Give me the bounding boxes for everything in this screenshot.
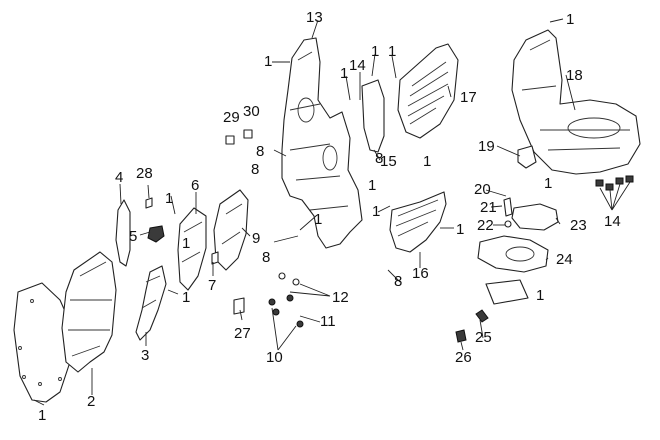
cover-panel-part <box>177 207 207 291</box>
callout-4: 4 <box>115 169 123 186</box>
callout-3: 3 <box>141 347 149 364</box>
grille-cover-part <box>397 43 459 139</box>
callout-1: 1 <box>314 211 322 228</box>
callout-16: 16 <box>412 265 429 282</box>
callout-labels: 1 1 1 1 1 1 1 1 1 1 1 1 1 1 1 1 2 3 4 5 … <box>38 9 621 424</box>
lower-grille-part <box>389 191 447 253</box>
callout-7: 7 <box>208 277 216 294</box>
callout-1: 1 <box>544 175 552 192</box>
callout-8: 8 <box>256 143 264 160</box>
callout-1: 1 <box>372 203 380 220</box>
main-frame-part <box>281 37 363 249</box>
right-side-small-parts <box>455 145 559 343</box>
leader-lines <box>33 18 631 406</box>
callout-17: 17 <box>460 89 477 106</box>
callout-25: 25 <box>475 329 492 346</box>
callout-18: 18 <box>566 67 583 84</box>
callout-23: 23 <box>570 217 587 234</box>
callout-1: 1 <box>388 43 396 60</box>
callout-28: 28 <box>136 165 153 182</box>
callout-2: 2 <box>87 393 95 410</box>
callout-1: 1 <box>182 289 190 306</box>
callout-21: 21 <box>480 199 497 216</box>
callout-29: 29 <box>223 109 240 126</box>
callout-20: 20 <box>474 181 491 198</box>
callout-15: 15 <box>380 153 397 170</box>
callout-1: 1 <box>38 407 46 424</box>
callout-12: 12 <box>332 289 349 306</box>
callout-1: 1 <box>340 65 348 82</box>
callout-26: 26 <box>455 349 472 366</box>
callout-1: 1 <box>264 53 272 70</box>
callout-1: 1 <box>423 153 431 170</box>
trim-strip-part <box>115 199 131 267</box>
callout-11: 11 <box>320 313 336 330</box>
callout-1: 1 <box>182 235 190 252</box>
side-shield-part <box>213 189 249 271</box>
callout-1: 1 <box>371 43 379 60</box>
callout-6: 6 <box>191 177 199 194</box>
housing-part <box>511 29 641 175</box>
clip-set-part <box>595 175 634 191</box>
callout-1: 1 <box>165 190 173 207</box>
callout-19: 19 <box>478 138 495 155</box>
callout-1: 1 <box>536 287 544 304</box>
small-fastener-parts <box>145 197 245 315</box>
side-panel-part <box>13 282 71 403</box>
inner-side-cover-part <box>61 251 117 373</box>
callout-8: 8 <box>262 249 270 266</box>
small-block-parts <box>225 129 253 145</box>
callout-1: 1 <box>456 221 464 238</box>
callout-8: 8 <box>251 161 259 178</box>
callout-24: 24 <box>556 251 573 268</box>
callout-22: 22 <box>477 217 494 234</box>
callout-1: 1 <box>368 177 376 194</box>
callout-30: 30 <box>243 103 260 120</box>
callout-5: 5 <box>129 228 137 245</box>
callout-14: 14 <box>604 213 621 230</box>
bracket-part <box>135 265 167 341</box>
callout-8: 8 <box>375 150 383 167</box>
callout-10: 10 <box>266 349 283 366</box>
vertical-panel-part <box>361 79 385 153</box>
callout-8: 8 <box>394 273 402 290</box>
nut-set-part <box>268 272 304 328</box>
clip-part <box>147 225 165 243</box>
callout-9: 9 <box>252 230 260 247</box>
callout-1: 1 <box>566 11 574 28</box>
callout-13: 13 <box>306 9 323 26</box>
callout-14: 14 <box>349 57 366 74</box>
callout-27: 27 <box>234 325 251 342</box>
